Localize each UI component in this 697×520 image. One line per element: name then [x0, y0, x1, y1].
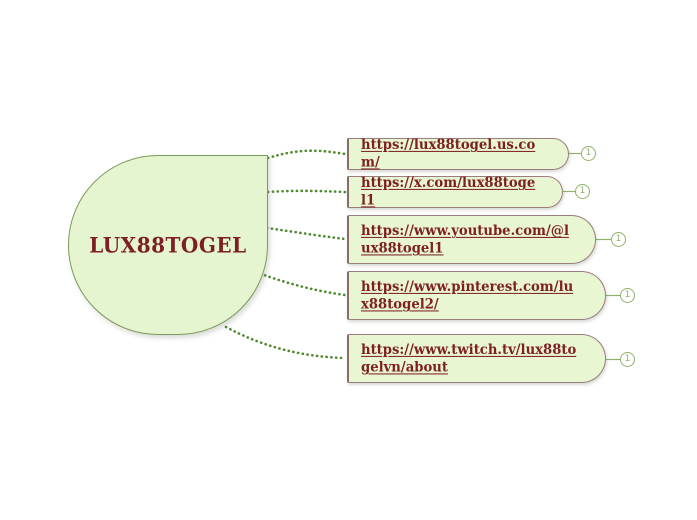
branch-connector — [265, 226, 347, 241]
root-node-label: LUX88TOGEL — [89, 232, 247, 258]
branch-connector — [266, 189, 347, 194]
link-node[interactable]: https://www.pinterest.com/lux88togel2/ — [347, 271, 606, 320]
link-node[interactable]: https://www.youtube.com/@lux88togel1 — [347, 215, 596, 264]
link-node[interactable]: https://www.twitch.tv/lux88togelvn/about — [347, 334, 606, 383]
collapsed-count-badge[interactable]: 1 — [611, 232, 626, 247]
collapsed-count-badge[interactable]: 1 — [581, 146, 596, 161]
branch-connector — [266, 149, 347, 160]
link-node-label[interactable]: https://lux88togel.us.com/ — [361, 137, 536, 171]
branch-connector — [224, 325, 347, 360]
collapsed-count-badge[interactable]: 1 — [575, 184, 590, 199]
link-node-label[interactable]: https://www.twitch.tv/lux88togelvn/about — [361, 342, 577, 375]
link-node-label[interactable]: https://www.youtube.com/@lux88togel1 — [361, 223, 569, 256]
collapsed-count-badge[interactable]: 1 — [620, 288, 635, 303]
link-node[interactable]: https://x.com/lux88togel1 — [347, 176, 563, 208]
branch-connector — [254, 270, 347, 297]
link-node-label[interactable]: https://x.com/lux88togel1 — [361, 175, 536, 209]
link-node[interactable]: https://lux88togel.us.com/ — [347, 138, 569, 170]
root-node[interactable]: LUX88TOGEL — [68, 155, 268, 335]
collapsed-count-badge[interactable]: 1 — [620, 352, 635, 367]
link-node-label[interactable]: https://www.pinterest.com/lux88togel2/ — [361, 279, 574, 312]
